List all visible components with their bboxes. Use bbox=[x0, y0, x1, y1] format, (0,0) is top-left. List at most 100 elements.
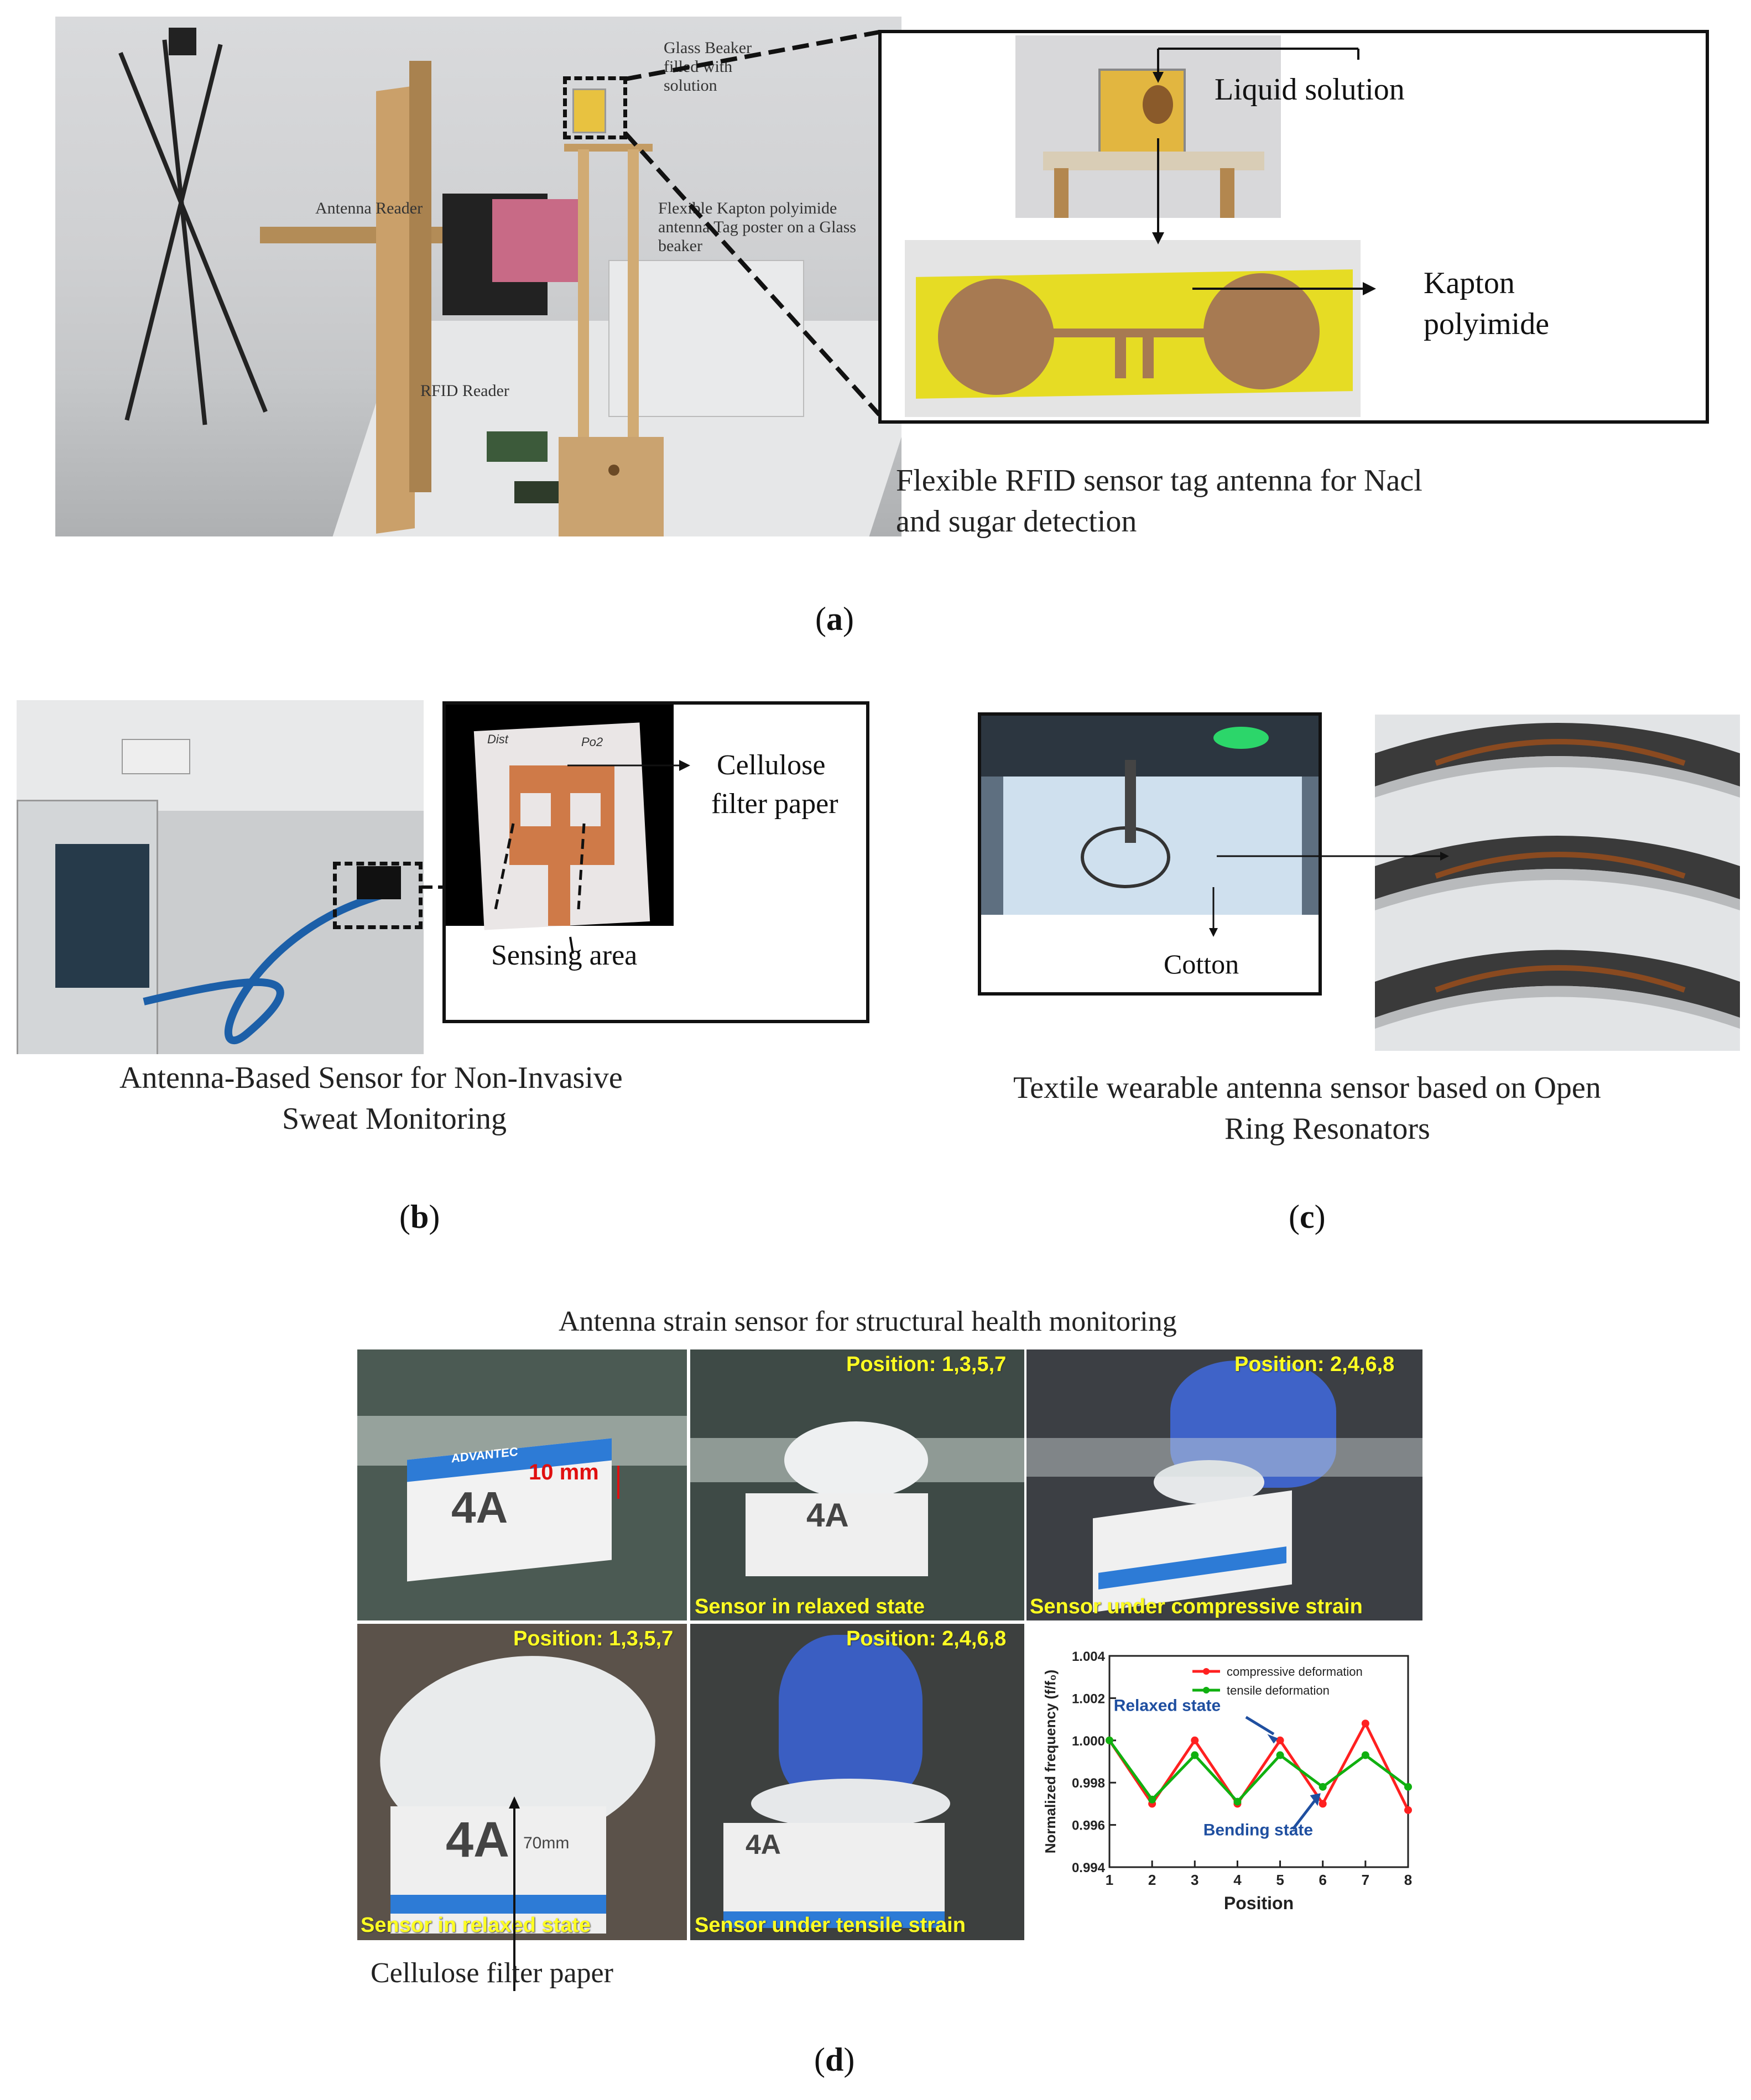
box-4a-4: 4A bbox=[446, 1812, 510, 1868]
legend-marker-1 bbox=[1203, 1668, 1210, 1675]
kapton-label-line2: polyimide bbox=[1424, 307, 1550, 341]
x-tick-label: 2 bbox=[1148, 1872, 1156, 1888]
ring-resonator-sim-2 bbox=[1375, 822, 1740, 932]
strain-photo-2: 4A bbox=[690, 1349, 1024, 1620]
cotton-label: Cotton bbox=[1164, 949, 1239, 979]
chart-background bbox=[1026, 1624, 1422, 1940]
strain-photo-4: 4A 70mm bbox=[357, 1624, 687, 1940]
y-tick-label: 1.002 bbox=[1072, 1691, 1105, 1706]
y-axis-label: Normalized frequency (f/f₀) bbox=[1042, 1670, 1059, 1853]
series-line-2 bbox=[1108, 1739, 1409, 1804]
inset-a-arrows bbox=[1152, 48, 1376, 295]
normalized-frequency-chart: 0.994 0.996 0.998 1.000 1.002 1.004 1 2 3 4 5 6 7 8Po… bbox=[1026, 1624, 1422, 1940]
x-axis-label: Position bbox=[1224, 1893, 1294, 1913]
cellulose-label-line1: Cellulose bbox=[717, 749, 826, 781]
ten-mm-label: 10 mm bbox=[529, 1460, 599, 1484]
y-tick-label: 0.994 bbox=[1072, 1861, 1106, 1875]
relaxed-arrow bbox=[1245, 1716, 1275, 1736]
x-tick-label: 5 bbox=[1276, 1872, 1284, 1888]
series-2-point bbox=[1106, 1736, 1113, 1744]
panel-b-caption-line2: Sweat Monitoring bbox=[282, 1102, 507, 1136]
kapton-label-line1: Kapton bbox=[1424, 266, 1515, 300]
series-2-point bbox=[1233, 1797, 1242, 1806]
x-tick-label: 4 bbox=[1233, 1872, 1242, 1888]
box-70mm-4: 70mm bbox=[523, 1834, 570, 1852]
legend-label-1: compressive deformation bbox=[1227, 1665, 1363, 1679]
panel-c-caption-line2: Ring Resonators bbox=[1224, 1112, 1430, 1146]
panel-b-inset: Dist Po2 Cellulose filter paper Sensing … bbox=[442, 701, 869, 1023]
series-2-point bbox=[1319, 1783, 1327, 1791]
cellulose-filter-label: Cellulose filter paper bbox=[371, 1957, 613, 1989]
tensile-label: Sensor under tensile strain bbox=[695, 1914, 966, 1937]
panel-a-lab-photo: Glass Beaker filled with solution Antenn… bbox=[55, 17, 901, 536]
antenna-reader-label: Antenna Reader bbox=[315, 199, 423, 217]
cellulose-label-line2: filter paper bbox=[711, 788, 838, 820]
panel-b-lab-photo bbox=[17, 700, 424, 1054]
relaxed-label-2: Sensor in relaxed state bbox=[361, 1914, 591, 1937]
panel-b-label: (b) bbox=[399, 1198, 440, 1235]
x-tick-label: 6 bbox=[1319, 1872, 1326, 1888]
panel-a-inset: Liquid solution Kapton polyimide bbox=[878, 30, 1709, 424]
relaxed-label-1: Sensor in relaxed state bbox=[695, 1595, 925, 1618]
x-tick-label: 8 bbox=[1404, 1872, 1412, 1888]
chart-frame bbox=[1108, 1655, 1409, 1868]
ring-resonator-sim-3 bbox=[1375, 929, 1740, 1051]
y-tick-label: 0.998 bbox=[1072, 1776, 1105, 1791]
series-2-point bbox=[1404, 1783, 1412, 1791]
beaker-photo bbox=[1015, 35, 1281, 218]
panel-a-label: (a) bbox=[815, 601, 854, 637]
y-tick-label: 1.000 bbox=[1072, 1734, 1105, 1749]
position-label-2: Position: 2,4,6,8 bbox=[1234, 1353, 1395, 1376]
box-4a-1: 4A bbox=[451, 1483, 508, 1532]
box-4a-2: 4A bbox=[806, 1497, 849, 1534]
beaker-highlight bbox=[563, 76, 627, 139]
paper-text-left: Dist bbox=[487, 732, 508, 746]
panel-b-caption-line1: Antenna-Based Sensor for Non-Invasive bbox=[119, 1061, 623, 1095]
panel-a-connectors bbox=[623, 30, 881, 416]
x-tick-label: 3 bbox=[1191, 1872, 1198, 1888]
panel-d-label: (d) bbox=[814, 2041, 855, 2078]
y-tick-label: 1.004 bbox=[1072, 1649, 1106, 1664]
inset-c-arrow bbox=[1209, 887, 1218, 937]
legend-marker-2 bbox=[1203, 1687, 1210, 1693]
filter-paper-photo: Dist Po2 bbox=[446, 705, 674, 930]
series-2-point bbox=[1276, 1751, 1284, 1759]
legend-label-2: tensile deformation bbox=[1227, 1684, 1330, 1697]
panel-c-caption-line1: Textile wearable antenna sensor based on… bbox=[1013, 1071, 1601, 1105]
y-tick-label: 0.996 bbox=[1072, 1818, 1105, 1833]
series-2-point bbox=[1191, 1751, 1199, 1759]
series-1-point bbox=[1361, 1719, 1369, 1728]
series-1-point bbox=[1404, 1806, 1412, 1814]
strain-photo-3 bbox=[1026, 1349, 1422, 1620]
strain-photo-1: ADVANTEC 4A 10 mm bbox=[357, 1349, 687, 1620]
relaxed-arrowhead bbox=[1267, 1734, 1278, 1744]
kapton-antenna-photo bbox=[905, 240, 1361, 417]
series-2-point bbox=[1361, 1751, 1369, 1759]
compressive-label: Sensor under compressive strain bbox=[1030, 1595, 1363, 1618]
strain-photo-5: 4A bbox=[690, 1624, 1024, 1940]
relaxed-state-annotation: Relaxed state bbox=[1114, 1696, 1221, 1715]
inset-b-arrows bbox=[494, 760, 690, 954]
bending-arrowhead bbox=[1310, 1793, 1321, 1806]
series-2-point bbox=[1148, 1795, 1156, 1804]
position-label-1: Position: 1,3,5,7 bbox=[846, 1353, 1007, 1376]
panel-a-caption-line1: Flexible RFID sensor tag antenna for Nac… bbox=[896, 463, 1422, 498]
panel-c-inset: Cotton bbox=[978, 712, 1322, 996]
panel-c-label: (c) bbox=[1289, 1198, 1326, 1235]
series-1-point bbox=[1191, 1736, 1199, 1744]
x-tick-label: 1 bbox=[1106, 1872, 1113, 1888]
box-4a-5: 4A bbox=[746, 1829, 781, 1860]
ring-resonator-sim-1 bbox=[1375, 715, 1740, 825]
position-label-3: Position: 1,3,5,7 bbox=[513, 1627, 674, 1650]
series-1-point bbox=[1276, 1736, 1284, 1744]
bending-arrow bbox=[1291, 1797, 1318, 1830]
panel-d-title: Antenna strain sensor for structural hea… bbox=[559, 1306, 1177, 1337]
panel-c-connector bbox=[1217, 852, 1449, 861]
liquid-solution-label: Liquid solution bbox=[1215, 72, 1405, 107]
x-tick-label: 7 bbox=[1362, 1872, 1369, 1888]
sensing-area-label: Sensing area bbox=[491, 940, 638, 971]
position-label-4: Position: 2,4,6,8 bbox=[846, 1627, 1007, 1650]
bending-state-annotation: Bending state bbox=[1203, 1821, 1313, 1840]
kapton-tag-label: Flexible Kapton polyimide antenna Tag po… bbox=[658, 199, 857, 255]
